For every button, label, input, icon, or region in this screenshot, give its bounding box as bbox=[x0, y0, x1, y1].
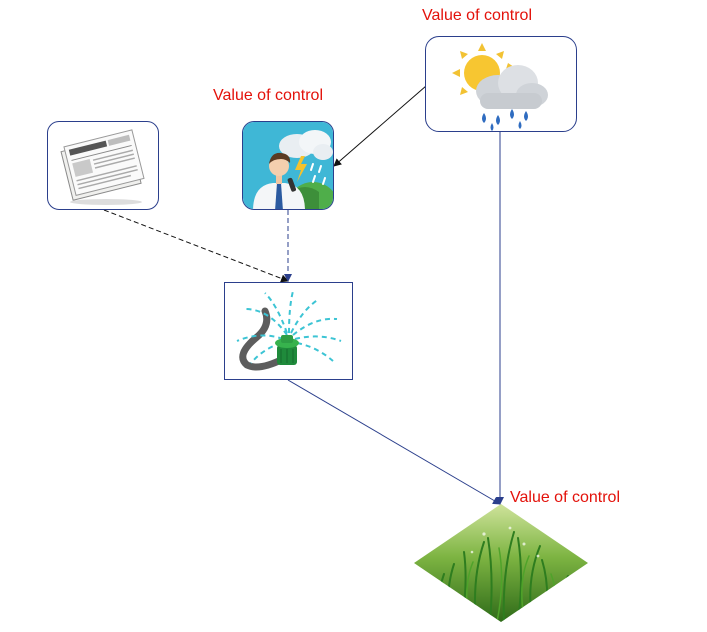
weather-value-of-control-label: Value of control bbox=[422, 7, 532, 24]
sprinkler-icon bbox=[236, 290, 342, 371]
weather-forecaster-icon bbox=[243, 122, 333, 209]
grass-icon bbox=[414, 504, 588, 622]
weather-node bbox=[425, 36, 577, 132]
edge-sprinkler-to-lawn bbox=[287, 379, 501, 505]
sprinkler-node bbox=[224, 282, 353, 380]
sun-rain-cloud-icon bbox=[452, 43, 548, 131]
newspaper-node bbox=[47, 121, 159, 210]
forecaster-node bbox=[242, 121, 334, 210]
edge-weather-to-forecaster bbox=[333, 85, 427, 167]
forecaster-value-of-control-label: Value of control bbox=[213, 87, 323, 104]
newspaper-icon bbox=[60, 129, 145, 205]
edge-newspaper-to-sprinkler bbox=[103, 209, 289, 283]
lawn-value-of-control-label: Value of control bbox=[510, 489, 620, 506]
